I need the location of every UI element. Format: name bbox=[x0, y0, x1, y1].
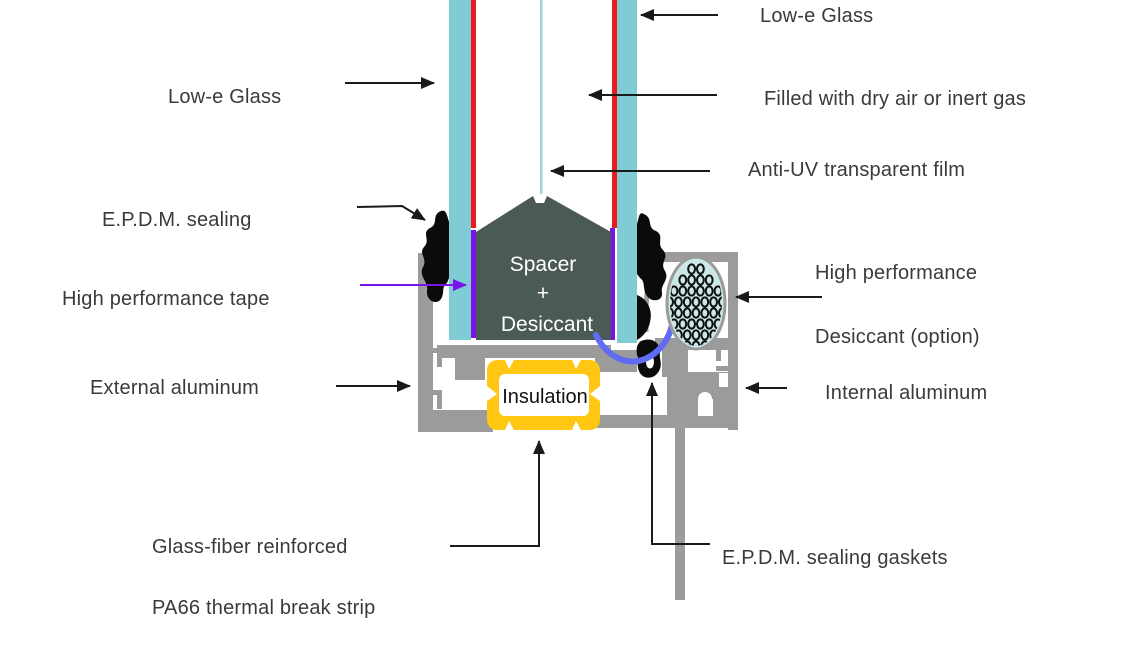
label-anti-uv-film: Anti-UV transparent film bbox=[748, 159, 966, 181]
desiccant-dot-pattern bbox=[670, 263, 722, 346]
tape-right bbox=[610, 228, 615, 340]
label-internal-aluminum: Internal aluminum bbox=[825, 382, 988, 404]
spacer-body: Spacer + Desiccant bbox=[476, 196, 611, 340]
insulation-label: Insulation bbox=[502, 386, 588, 408]
arrow-epdm-gaskets bbox=[646, 382, 710, 545]
low-e-coating-left bbox=[471, 0, 476, 228]
epdm-seal-right-lower bbox=[637, 295, 651, 340]
label-high-performance: High performance bbox=[815, 262, 978, 284]
leader-arrows bbox=[336, 9, 822, 547]
label-low-e-glass-left: Low-e Glass bbox=[168, 86, 282, 108]
label-epdm-sealing-gaskets: E.P.D.M. sealing gaskets bbox=[722, 547, 948, 569]
spacer-label-1: Spacer bbox=[510, 253, 577, 276]
insulation-strip: Insulation bbox=[487, 360, 600, 430]
label-low-e-glass-right: Low-e Glass bbox=[760, 5, 874, 27]
tape-left bbox=[471, 230, 476, 338]
spacer-label-2: + bbox=[537, 282, 549, 305]
arrow-glass-fiber bbox=[450, 440, 545, 547]
label-pa66-strip: PA66 thermal break strip bbox=[152, 597, 376, 619]
anti-uv-film-line bbox=[540, 0, 543, 194]
left-glass-pane bbox=[449, 0, 476, 340]
arrow-epdm-sealing bbox=[356, 204, 426, 221]
low-e-coating-right bbox=[612, 0, 617, 228]
label-desiccant-option: Desiccant (option) bbox=[815, 326, 980, 348]
blue-connector-line bbox=[593, 317, 676, 365]
label-filled-gas: Filled with dry air or inert gas bbox=[764, 88, 1027, 110]
epdm-seal-right bbox=[637, 213, 667, 301]
label-epdm-sealing: E.P.D.M. sealing bbox=[102, 209, 252, 231]
label-external-aluminum: External aluminum bbox=[90, 377, 260, 399]
label-glass-fiber: Glass-fiber reinforced bbox=[152, 536, 348, 558]
desiccant-oval bbox=[665, 255, 727, 351]
label-high-performance-tape: High performance tape bbox=[62, 288, 270, 310]
epdm-seal-left bbox=[421, 210, 449, 303]
spacer-label-3: Desiccant bbox=[501, 313, 593, 336]
